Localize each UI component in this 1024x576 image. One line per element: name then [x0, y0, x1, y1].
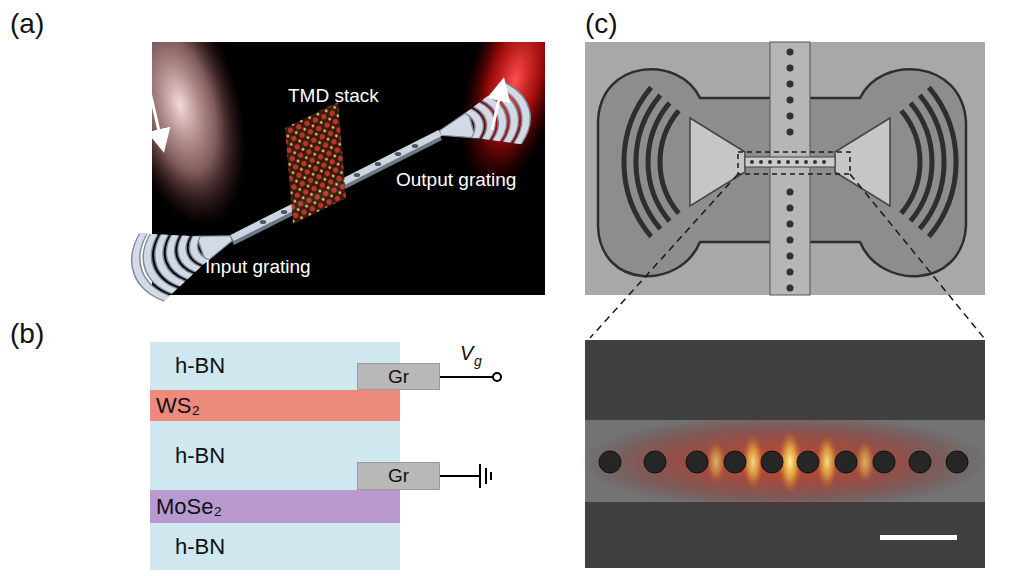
- graphene-contact: Gr: [357, 462, 440, 490]
- panel-label: (c): [585, 10, 618, 38]
- support-bar: [770, 42, 810, 295]
- layer-label: h-BN: [175, 443, 225, 469]
- gate-wire: [440, 376, 493, 378]
- zoom-line: [850, 174, 984, 338]
- mose2-layer: MoSe₂: [150, 490, 400, 523]
- zoom-line: [590, 174, 738, 338]
- sem-image: [585, 42, 985, 295]
- ws2-layer: WS₂: [150, 390, 400, 421]
- scale-bar: [880, 535, 957, 540]
- mode-profile: [580, 414, 990, 510]
- output-grating: [432, 81, 533, 162]
- ground-symbol: [480, 464, 491, 488]
- layer-label: WS₂: [156, 393, 200, 419]
- input-beam: [152, 42, 270, 241]
- nanobeam-holes: [750, 160, 826, 164]
- output-arrow: [492, 86, 502, 130]
- right-taper: [835, 118, 890, 206]
- mode-lobes: [706, 430, 875, 494]
- part-label: Input grating: [205, 257, 311, 276]
- terminal-symbol: [493, 373, 501, 381]
- support-holes: [787, 49, 794, 292]
- layer-label: Gr: [388, 366, 409, 388]
- sem-gratings: [624, 87, 956, 236]
- panel-label: (b): [10, 320, 44, 348]
- layer-label: MoSe₂: [156, 494, 222, 520]
- tmd-lattice: [285, 102, 346, 224]
- part-label: TMD stack: [288, 86, 379, 105]
- layer-label: Gr: [388, 465, 409, 487]
- ground-wire: [440, 475, 480, 477]
- part-label: Output grating: [396, 170, 516, 189]
- input-arrow: [150, 92, 162, 144]
- graphene-contact: Gr: [357, 363, 440, 390]
- cavity-holes: [599, 451, 968, 473]
- input-grating: [126, 206, 244, 305]
- signal-name: V: [460, 343, 473, 363]
- left-taper: [690, 118, 745, 206]
- layer-label: h-BN: [175, 353, 225, 379]
- panel-label: (a): [10, 10, 44, 38]
- layer-label: h-BN: [175, 534, 225, 560]
- zoom-box: [738, 152, 850, 174]
- signal-subscript: g: [474, 354, 482, 368]
- nanobeam: [745, 157, 835, 167]
- hbn-layer: h-BN: [150, 523, 400, 570]
